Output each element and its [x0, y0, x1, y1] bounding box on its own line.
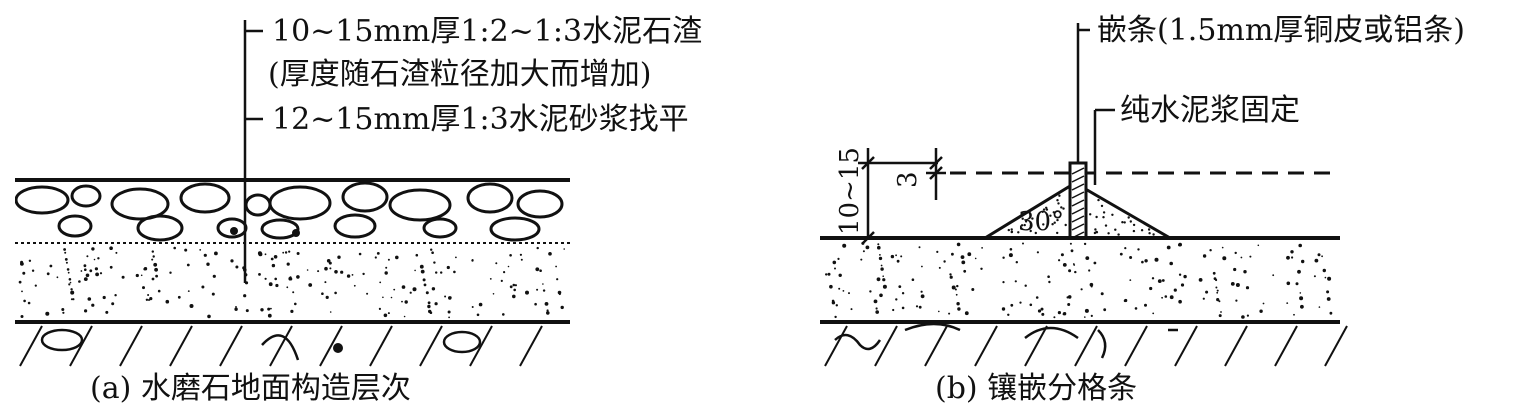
base-layer [19, 325, 543, 367]
angle-label: 30° [1018, 207, 1064, 237]
caption-b: (b) 镶嵌分格条 [935, 371, 1137, 406]
caption-a: (a) 水磨石地面构造层次 [90, 371, 411, 406]
base-layer-b [824, 325, 1348, 367]
panel-b: 30° 10~15 3 嵌条( [820, 13, 1465, 406]
terrazzo-layer [15, 181, 564, 242]
base-aggregate-b [834, 322, 1178, 359]
fixing-label: 纯水泥浆固定 [1120, 93, 1300, 128]
dim-total: 10~15 [835, 147, 865, 235]
dimension-lines [858, 148, 946, 245]
strip-label: 嵌条(1.5mm厚铜皮或铝条) [1097, 13, 1465, 48]
base-aggregate [40, 328, 482, 361]
dim-top: 3 [893, 171, 923, 188]
panel-a: 10~15mm厚1:2~1:3水泥石渣 (厚度随石渣粒径加大而增加) 12~15… [15, 14, 702, 406]
terrazzo-label: 10~15mm厚1:2~1:3水泥石渣 [272, 14, 702, 49]
mortar-label: 12~15mm厚1:3水泥砂浆找平 [272, 102, 689, 137]
mortar-layer-b [825, 241, 1333, 319]
terrazzo-note: (厚度随石渣粒径加大而增加) [268, 57, 651, 92]
mortar-layer [18, 246, 565, 319]
